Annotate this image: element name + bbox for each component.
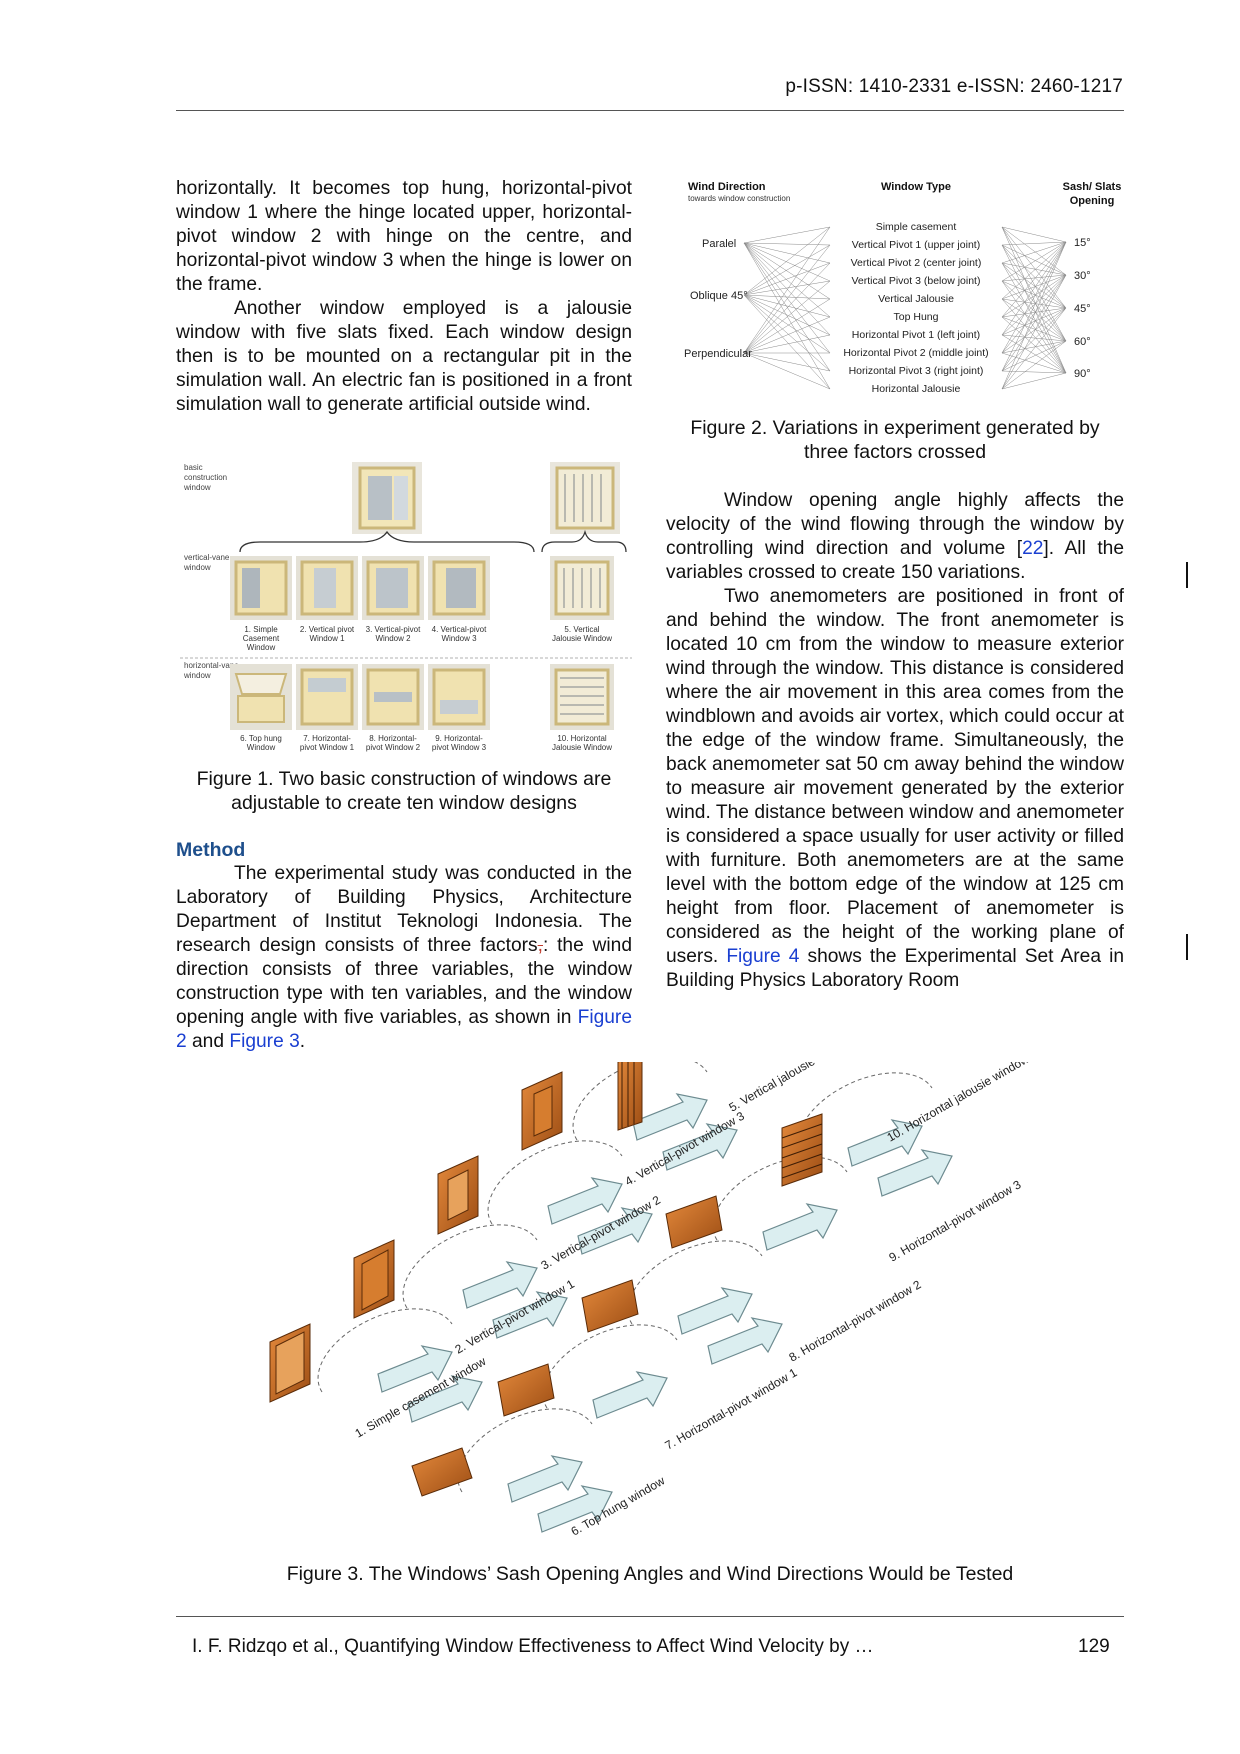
fig2-direction-3: Perpendicular — [684, 348, 752, 360]
fig3-label-8: 8. Horizontal-pivot window 2 — [787, 1277, 924, 1364]
figure3-caption: Figure 3. The Windows’ Sash Opening Angl… — [286, 1563, 1014, 1585]
fig1-row-label-horizontal: horizontal-vane — [184, 661, 239, 670]
figure1-caption: Figure 1. Two basic construction of wind… — [196, 768, 612, 814]
fig3-label-10: 10. Horizontal jalousie window — [885, 1062, 1032, 1145]
change-bar — [1186, 934, 1188, 960]
fig3-wind-arrows-row1 — [377, 1093, 738, 1423]
figure3-link[interactable]: Figure 3 — [229, 1031, 300, 1052]
fig2-type-6: Top Hung — [894, 311, 939, 323]
fig2-type-1: Simple casement — [876, 221, 957, 233]
tracked-deletion: , — [537, 935, 543, 956]
fig1-row-label-basic: basic — [184, 463, 203, 472]
fig2-col3-title2: Opening — [1070, 195, 1115, 207]
fig2-type-7: Horizontal Pivot 1 (left joint) — [852, 329, 980, 341]
method-section: Method The experimental study was conduc… — [176, 838, 632, 1054]
fig2-col2-title: Window Type — [881, 181, 951, 193]
footer-rule — [176, 1616, 1124, 1617]
figure1-window-photos: basic construction window vertical-vane … — [180, 462, 632, 752]
fig1-item-2: 2. Vertical pivot — [300, 625, 355, 634]
figure2-caption: Figure 2. Variations in experiment gener… — [690, 417, 1100, 463]
left-column: horizontally. It becomes top hung, horiz… — [176, 177, 632, 417]
svg-text:window: window — [183, 483, 211, 492]
fig2-angle-3: 45° — [1074, 303, 1091, 315]
fig2-col3-title: Sash/ Slats — [1063, 181, 1122, 193]
fig1-basic-casement-photo — [352, 462, 422, 534]
right-column: Window opening angle highly affects the … — [666, 489, 1124, 993]
fig1-item-6: 6. Top hung — [240, 734, 282, 743]
fig2-type-3: Vertical Pivot 2 (center joint) — [851, 257, 982, 269]
fig1-item-3: 3. Vertical-pivot — [366, 625, 421, 634]
fig2-type-9: Horizontal Pivot 3 (right joint) — [849, 365, 984, 377]
fig3-windows-row1 — [269, 1062, 643, 1403]
reference-22-link[interactable]: 22 — [1022, 538, 1044, 559]
svg-text:Window 2: Window 2 — [375, 634, 411, 643]
fig2-type-5: Vertical Jalousie — [878, 293, 954, 305]
change-bar — [1186, 562, 1188, 588]
fig3-label-5: 5. Vertical jalousie window — [727, 1062, 856, 1115]
figure2-link[interactable]: Figure 2 — [176, 1007, 632, 1052]
fig1-item-5: 5. Vertical — [564, 625, 599, 634]
figure3-window-arrangement: 1. Simple casement window 2. Vertical-pi… — [269, 1062, 1032, 1539]
svg-text:Window: Window — [247, 643, 276, 652]
fig1-horizontal-row-photos — [230, 664, 614, 730]
fig2-type-4: Vertical Pivot 3 (below joint) — [852, 275, 981, 287]
header-rule — [176, 110, 1124, 111]
svg-text:pivot Window 3: pivot Window 3 — [432, 743, 487, 752]
fig1-row-label-vertical: vertical-vane — [184, 553, 230, 562]
fig1-item-4: 4. Vertical-pivot — [432, 625, 487, 634]
page-number: 129 — [1078, 1636, 1110, 1657]
fig1-item-9: 9. Horizontal- — [435, 734, 483, 743]
fig1-basic-jalousie-photo — [550, 462, 620, 534]
footer-citation: I. F. Ridzqo et al., Quantifying Window … — [192, 1636, 874, 1657]
fig1-item-8: 8. Horizontal- — [369, 734, 417, 743]
svg-text:pivot Window 2: pivot Window 2 — [366, 743, 421, 752]
fig3-windows-row2 — [411, 1113, 823, 1497]
svg-text:Jalousie Window: Jalousie Window — [552, 634, 612, 643]
fig2-type-10: Horizontal Jalousie — [872, 383, 961, 395]
svg-text:construction: construction — [184, 473, 227, 482]
fig2-angle-1: 15° — [1074, 237, 1091, 249]
fig2-angle-5: 90° — [1074, 368, 1091, 380]
journal-issn: p-ISSN: 1410-2331 e-ISSN: 2460-1217 — [785, 76, 1123, 97]
fig3-label-7: 7. Horizontal-pivot window 1 — [663, 1365, 800, 1452]
paragraph-anemometers: Two anemometers are positioned in front … — [666, 586, 1125, 991]
svg-text:Window 3: Window 3 — [441, 634, 477, 643]
fig2-type-2: Vertical Pivot 1 (upper joint) — [852, 239, 980, 251]
fig1-item-10: 10. Horizontal — [557, 734, 607, 743]
svg-text:Window 1: Window 1 — [309, 634, 345, 643]
fig2-angle-4: 60° — [1074, 336, 1091, 348]
fig2-direction-2: Oblique 45° — [690, 290, 748, 302]
fig2-col1-subtitle: towards window construction — [688, 194, 790, 203]
fig2-angle-2: 30° — [1074, 270, 1091, 282]
method-heading: Method — [176, 839, 246, 861]
fig1-item-7: 7. Horizontal- — [303, 734, 351, 743]
svg-text:Jalousie Window: Jalousie Window — [552, 743, 612, 752]
fig3-label-9: 9. Horizontal-pivot window 3 — [887, 1177, 1024, 1264]
fig1-item-1: 1. Simple — [244, 625, 278, 634]
paragraph-jalousie: Another window employed is a jalousie wi… — [176, 298, 632, 415]
fig2-col1-title: Wind Direction — [688, 181, 766, 193]
fig2-crossing-lines — [743, 226, 1067, 390]
svg-text:Window: Window — [247, 743, 276, 752]
paragraph-opening-angle: Window opening angle highly affects the … — [666, 490, 1124, 583]
paragraph-horizontal-pivot: horizontally. It becomes top hung, horiz… — [176, 178, 632, 295]
figure2-variation-diagram: Wind Direction towards window constructi… — [684, 181, 1122, 397]
svg-text:window: window — [183, 671, 211, 680]
method-paragraph: The experimental study was conducted in … — [176, 863, 632, 1052]
svg-text:pivot Window 1: pivot Window 1 — [300, 743, 355, 752]
svg-text:Casement: Casement — [243, 634, 280, 643]
fig2-type-8: Horizontal Pivot 2 (middle joint) — [843, 347, 988, 359]
figure4-link[interactable]: Figure 4 — [726, 946, 800, 967]
fig3-wind-arrows-row2 — [507, 1119, 953, 1533]
fig1-vertical-row-photos — [230, 556, 614, 620]
fig2-direction-1: Paralel — [702, 238, 736, 250]
svg-text:window: window — [183, 563, 211, 572]
